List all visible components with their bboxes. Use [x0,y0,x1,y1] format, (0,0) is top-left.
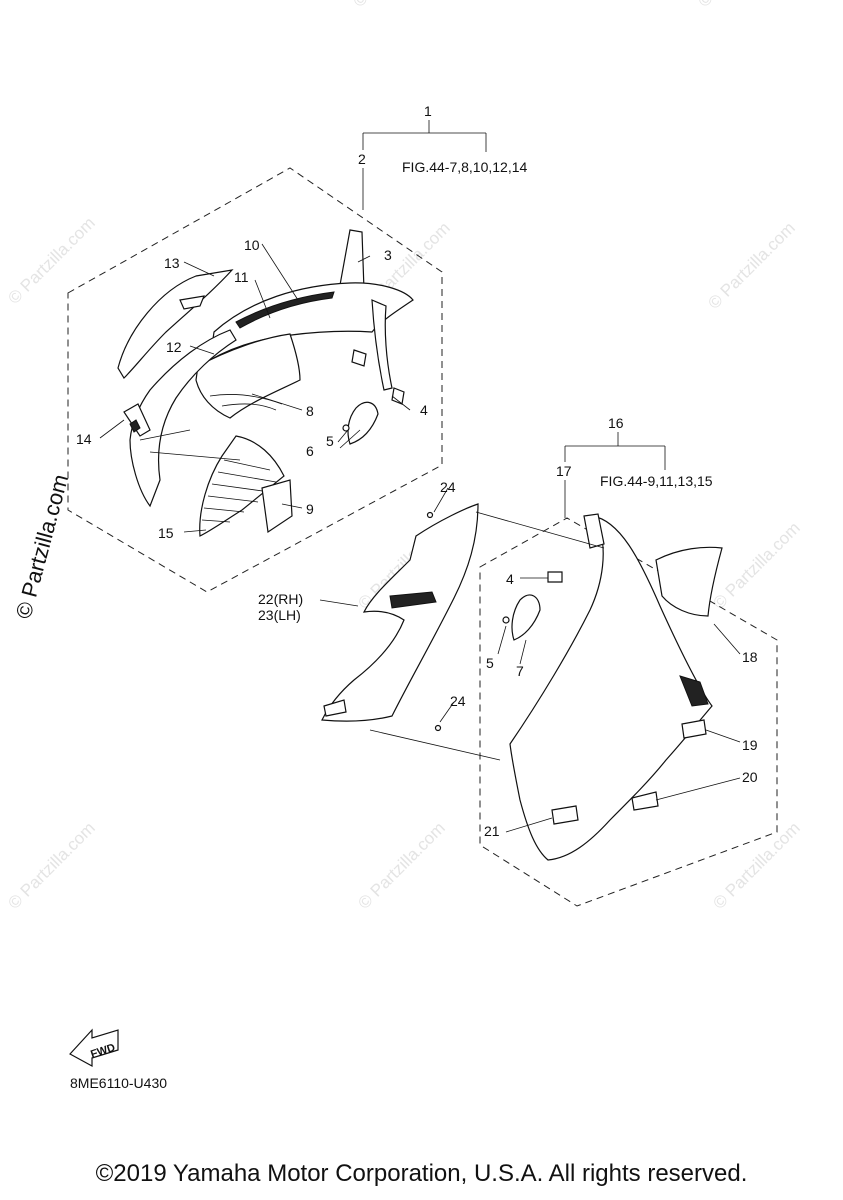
callout-24: 24 [440,479,456,495]
fig-ref-lower: FIG.44-9,11,13,15 [600,473,713,489]
part-12-side-cowl [129,329,237,508]
leader-lines [99,243,741,833]
watermark: © Partzilla.com [349,0,443,11]
part-5-screw [502,616,510,624]
callout-2: 2 [358,151,366,167]
copyright-notice: ©2019 Yamaha Motor Corporation, U.S.A. A… [95,1160,748,1187]
callout-1: 1 [424,103,432,119]
part-9-plate [261,479,293,534]
part-8-windscreen [195,333,301,419]
callout-6: 6 [306,443,314,459]
part-22-side-panel [321,503,479,722]
callout-15: 15 [158,525,174,541]
callout-11: 11 [234,269,249,285]
part-24-rivet [434,724,442,732]
callout-14: 14 [76,431,92,447]
callout-12: 12 [166,339,182,355]
part-6-deflector [347,401,379,445]
part-7-deflector [511,594,541,641]
callout-5-lower: 5 [486,655,494,671]
callout-24-lower: 24 [450,693,466,709]
part-17-lower-cowl [509,515,713,861]
part-21-lens [551,805,579,825]
side-watermark: © Partzilla.com [11,472,74,622]
fig-ref-upper: FIG.44-7,8,10,12,14 [402,159,528,175]
callout-17: 17 [556,463,572,479]
lower-assembly-boundary [479,517,778,907]
watermark: © Partzilla.com [694,0,788,11]
part-24-rivet [426,511,434,519]
part-3-screen [339,229,365,291]
callout-21: 21 [484,823,500,839]
callout-4: 4 [420,402,428,418]
watermark: © Partzilla.com [354,818,448,912]
upper-reference-bracket [362,120,487,210]
part-19-lens [681,719,707,739]
upper-cowling-assembly [117,229,414,537]
callout-22: 22(RH) [258,591,303,607]
callout-5: 5 [326,433,334,449]
callout-10: 10 [244,237,260,253]
part-15-grille [199,435,285,537]
watermark: © Partzilla.com [704,218,798,312]
callout-labels: 1 2 FIG.44-7,8,10,12,14 3 13 10 11 12 4 … [76,103,758,839]
part-4-bracket [371,299,393,391]
part-5-screw [342,424,350,432]
callout-18: 18 [742,649,758,665]
diagram-code: 8ME6110-U430 [70,1075,167,1091]
callout-13: 13 [164,255,180,271]
callout-3: 3 [384,247,392,263]
callout-9: 9 [306,501,314,517]
watermark: © Partzilla.com [4,213,98,307]
upper-assembly-boundary [67,167,443,593]
lower-reference-bracket [564,432,666,518]
callout-16: 16 [608,415,624,431]
part-18-fin [655,546,723,617]
lower-cowling-assembly [321,503,723,861]
fwd-arrow-icon: FWD [69,1028,119,1068]
watermark-layer: © Partzilla.com © Partzilla.com © Partzi… [4,0,803,913]
callout-8: 8 [306,403,314,419]
part-20-lens [631,791,659,811]
callout-4-lower: 4 [506,571,514,587]
callout-19: 19 [742,737,758,753]
watermark: © Partzilla.com [4,818,98,912]
watermark: © Partzilla.com [709,818,803,912]
callout-20: 20 [742,769,758,785]
callout-23: 23(LH) [258,607,301,623]
watermark: © Partzilla.com [709,518,803,612]
callout-7: 7 [516,663,524,679]
part-4-clip [547,571,563,583]
